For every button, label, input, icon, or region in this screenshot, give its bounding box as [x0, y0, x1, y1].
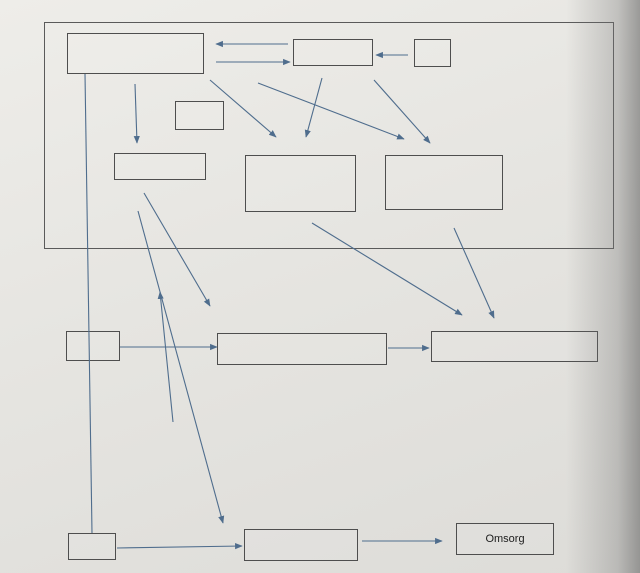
diagram-box	[114, 153, 206, 180]
connector-arrow	[209, 79, 277, 138]
connector-arrow	[116, 543, 243, 550]
diagram-box	[244, 529, 358, 561]
diagram-box	[66, 331, 120, 361]
connector-arrow	[137, 210, 225, 524]
connector-arrow	[157, 291, 174, 423]
diagram-box	[175, 101, 224, 130]
omsorg-label: Omsorg	[485, 533, 525, 545]
trunk-line	[84, 73, 93, 534]
connector-arrow	[304, 77, 323, 138]
diagram-box	[385, 155, 503, 210]
connector-arrow	[257, 82, 405, 140]
connector-arrow	[453, 227, 495, 319]
diagram-box	[217, 333, 387, 365]
connector-arrow	[143, 192, 211, 307]
omsorg-box: Omsorg	[456, 523, 554, 555]
diagram-box	[245, 155, 356, 212]
connector-arrow	[133, 83, 140, 144]
connector-arrow	[373, 79, 431, 144]
diagram-box	[293, 39, 373, 66]
connector-arrow	[311, 222, 463, 316]
diagram-box	[67, 33, 204, 74]
diagram-box	[414, 39, 451, 67]
diagram-box	[68, 533, 116, 560]
